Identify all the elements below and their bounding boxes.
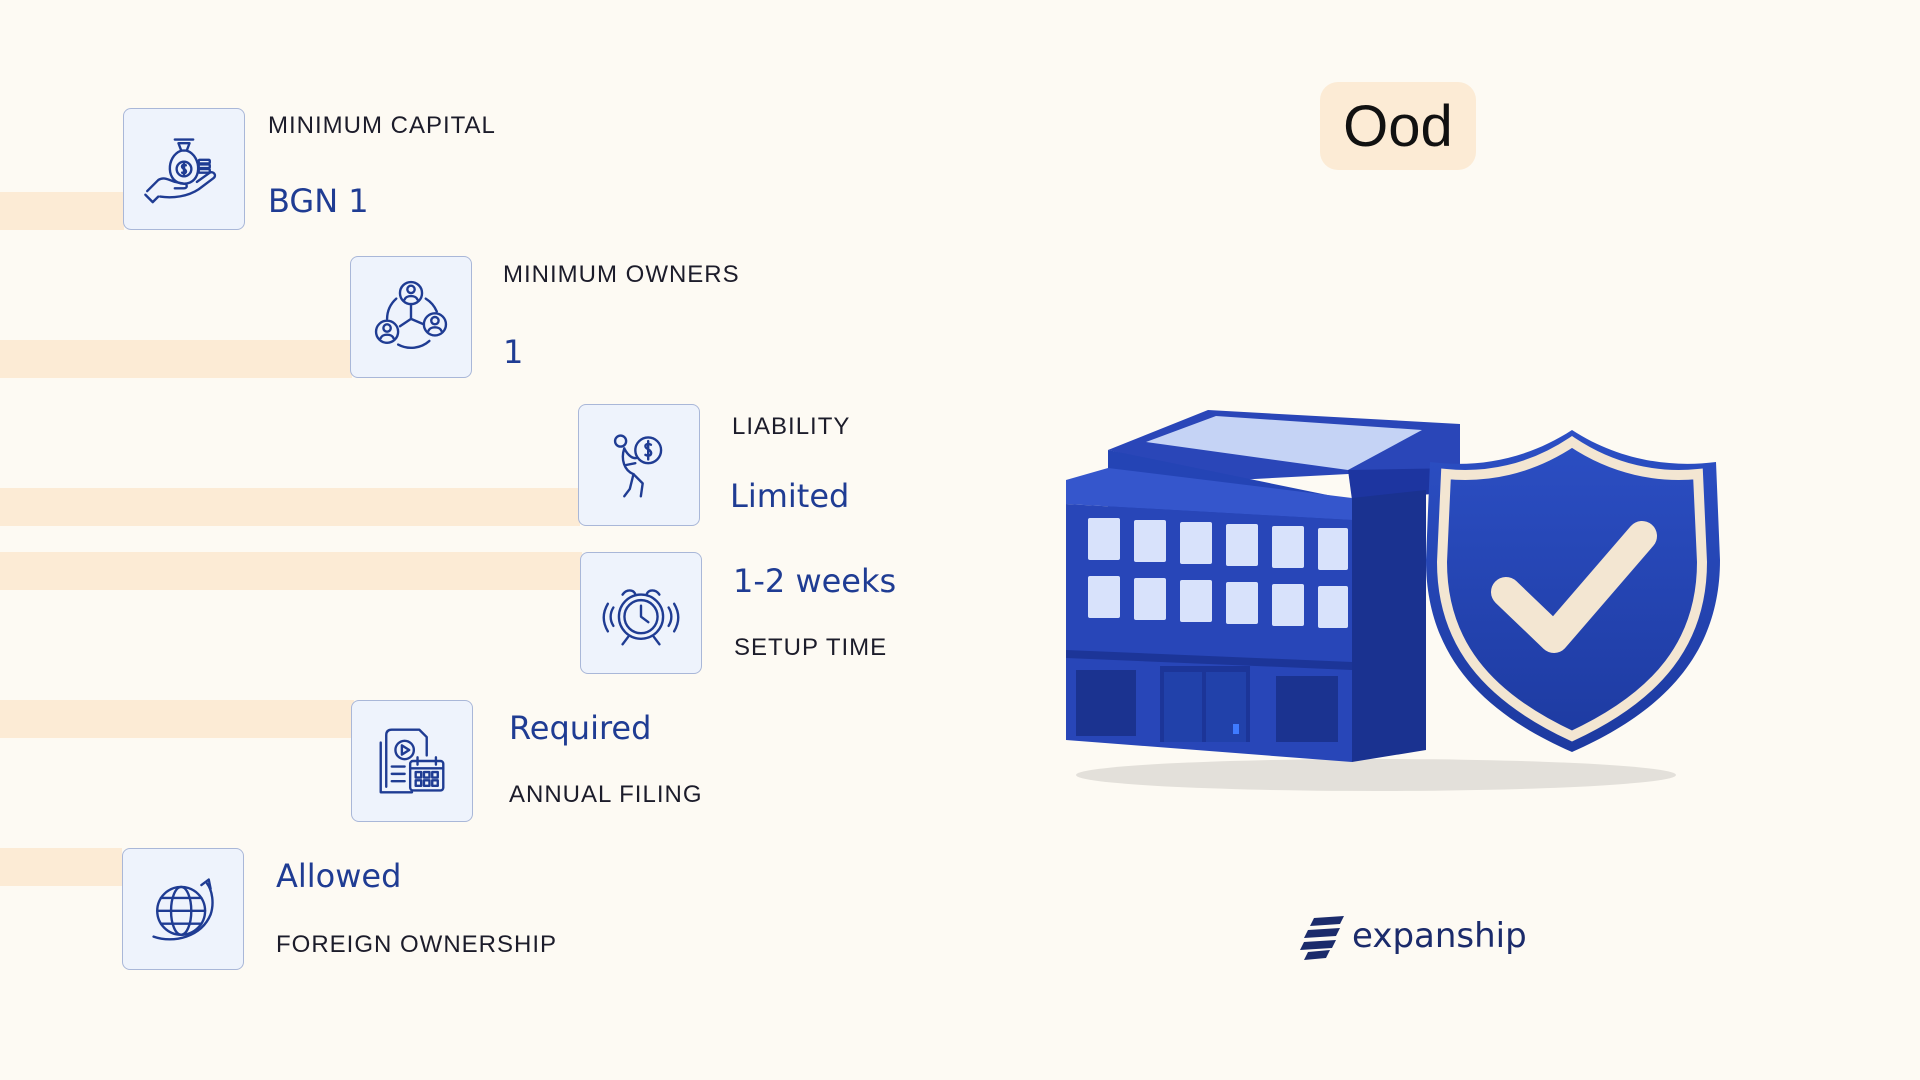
owners-network-icon [350,256,472,378]
decorative-band [0,192,124,230]
globe-arrow-icon [122,848,244,970]
building-shield-illustration [1066,410,1720,791]
minimum-owners-value: 1 [503,333,524,371]
brand-name: expanship [1352,916,1527,956]
setup-time-value: 1-2 weeks [733,562,897,600]
decorative-band [0,488,580,526]
document-calendar-icon [351,700,473,822]
decorative-band [0,552,582,590]
alarm-clock-icon [580,552,702,674]
company-type-badge: Ood [1320,82,1476,170]
liability-label: LIABILITY [732,413,851,440]
person-carrying-coin-icon [578,404,700,526]
money-bag-hand-icon [123,108,245,230]
minimum-capital-label: MINIMUM CAPITAL [268,112,496,139]
minimum-owners-label: MINIMUM OWNERS [503,261,740,288]
foreign-ownership-value: Allowed [276,857,402,895]
expanship-mark-icon [1300,916,1344,960]
annual-filing-value: Required [509,709,652,747]
minimum-capital-value: BGN 1 [268,182,369,220]
expanship-logo: expanship [1300,912,1527,960]
decorative-band [0,848,122,886]
setup-time-label: SETUP TIME [734,634,888,661]
liability-value: Limited [730,477,850,515]
foreign-ownership-label: FOREIGN OWNERSHIP [276,931,558,958]
decorative-band [0,700,354,738]
annual-filing-label: ANNUAL FILING [509,781,703,808]
decorative-band [0,340,352,378]
